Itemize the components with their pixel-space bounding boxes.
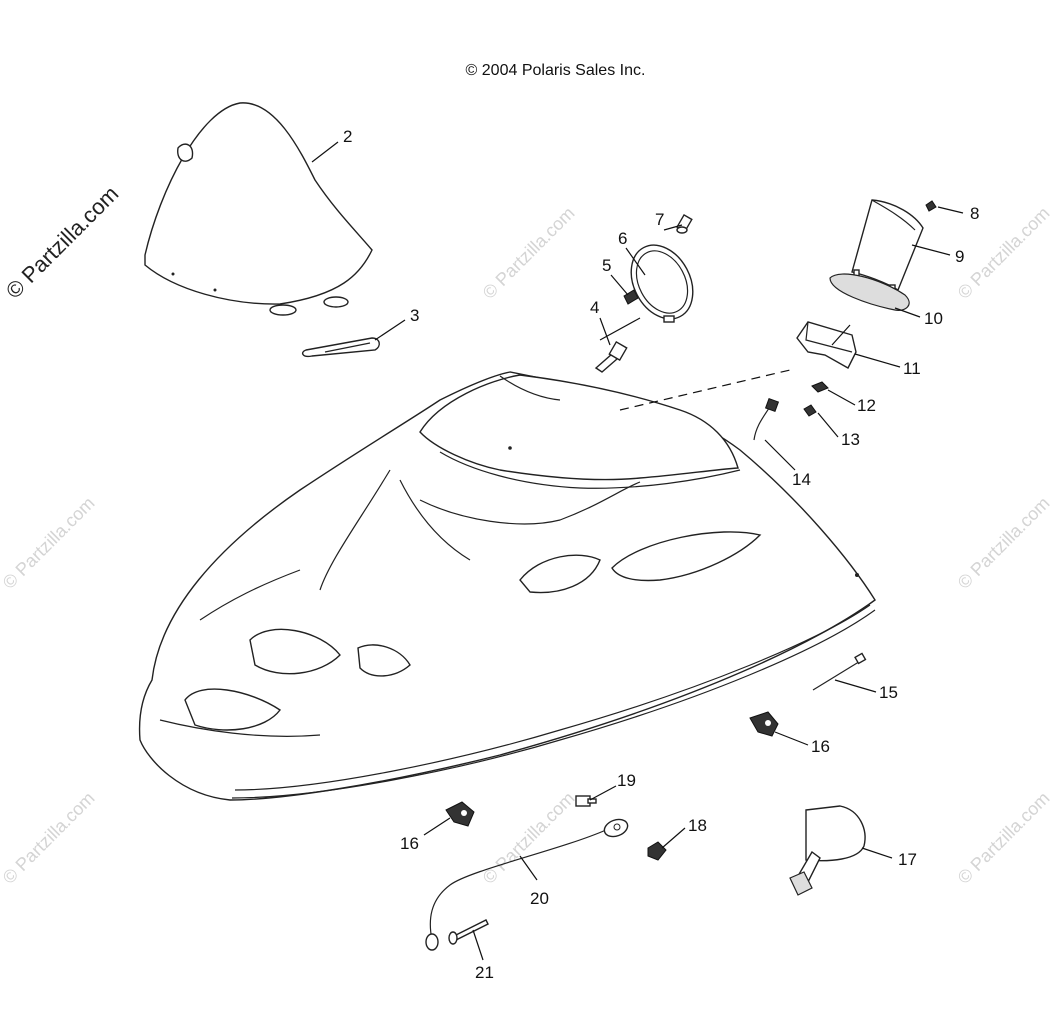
nut-part-18	[647, 841, 667, 861]
watermark-8: © Partzilla.com	[954, 788, 1054, 888]
screw-part-8	[925, 200, 937, 212]
tether-cable-part	[425, 818, 629, 951]
watermark-7: © Partzilla.com	[479, 788, 579, 888]
hood-body	[138, 371, 876, 801]
callout-3: 3	[410, 306, 419, 325]
callout-4: 4	[590, 298, 599, 317]
cable-part-14	[753, 397, 780, 441]
lens-part	[829, 273, 910, 311]
callout-7: 7	[655, 210, 664, 229]
clip-part-16-right	[749, 711, 779, 737]
watermark-3: © Partzilla.com	[0, 493, 99, 593]
clip-part-5	[623, 289, 639, 305]
callout-numbers: 2 3 4 5 6 7 8 9 10 11 12 13 14 15 16 16 …	[343, 127, 979, 982]
callout-14: 14	[792, 470, 811, 489]
windshield-part	[144, 102, 373, 316]
callout-21: 21	[475, 963, 494, 982]
callout-19: 19	[617, 771, 636, 790]
callout-20: 20	[530, 889, 549, 908]
watermark-5: © Partzilla.com	[954, 493, 1054, 593]
bolt-part-19	[575, 795, 597, 807]
watermark-6: © Partzilla.com	[0, 788, 99, 888]
clip-part-16-left	[445, 801, 475, 827]
copyright-notice: © 2004 Polaris Sales Inc.	[465, 62, 646, 79]
nut-part-13	[803, 404, 817, 417]
callout-12: 12	[857, 396, 876, 415]
callout-2: 2	[343, 127, 352, 146]
callout-16-right: 16	[811, 737, 830, 756]
bezel-part	[796, 321, 857, 369]
callout-16-left: 16	[400, 834, 419, 853]
mirror-part	[789, 805, 866, 896]
leader-lines	[311, 141, 964, 961]
partzilla-watermark: © Partzilla.com	[1, 181, 124, 304]
strap-part	[301, 337, 380, 358]
watermark-2: © Partzilla.com	[954, 203, 1054, 303]
callout-18: 18	[688, 816, 707, 835]
callout-11: 11	[903, 359, 921, 378]
callout-13: 13	[841, 430, 860, 449]
tie-part-15	[812, 652, 867, 691]
callout-10: 10	[924, 309, 943, 328]
gauge-ring-part	[630, 244, 694, 323]
callout-17: 17	[898, 850, 917, 869]
callout-6: 6	[618, 229, 627, 248]
callout-9: 9	[955, 247, 964, 266]
callout-5: 5	[602, 256, 611, 275]
fastener-part-4	[594, 340, 628, 373]
watermark-1: © Partzilla.com	[479, 203, 579, 303]
callout-8: 8	[970, 204, 979, 223]
callout-15: 15	[879, 683, 898, 702]
rivet-part-21	[448, 919, 489, 945]
pin-part-7	[676, 213, 693, 234]
grommet-part-12	[811, 381, 829, 393]
